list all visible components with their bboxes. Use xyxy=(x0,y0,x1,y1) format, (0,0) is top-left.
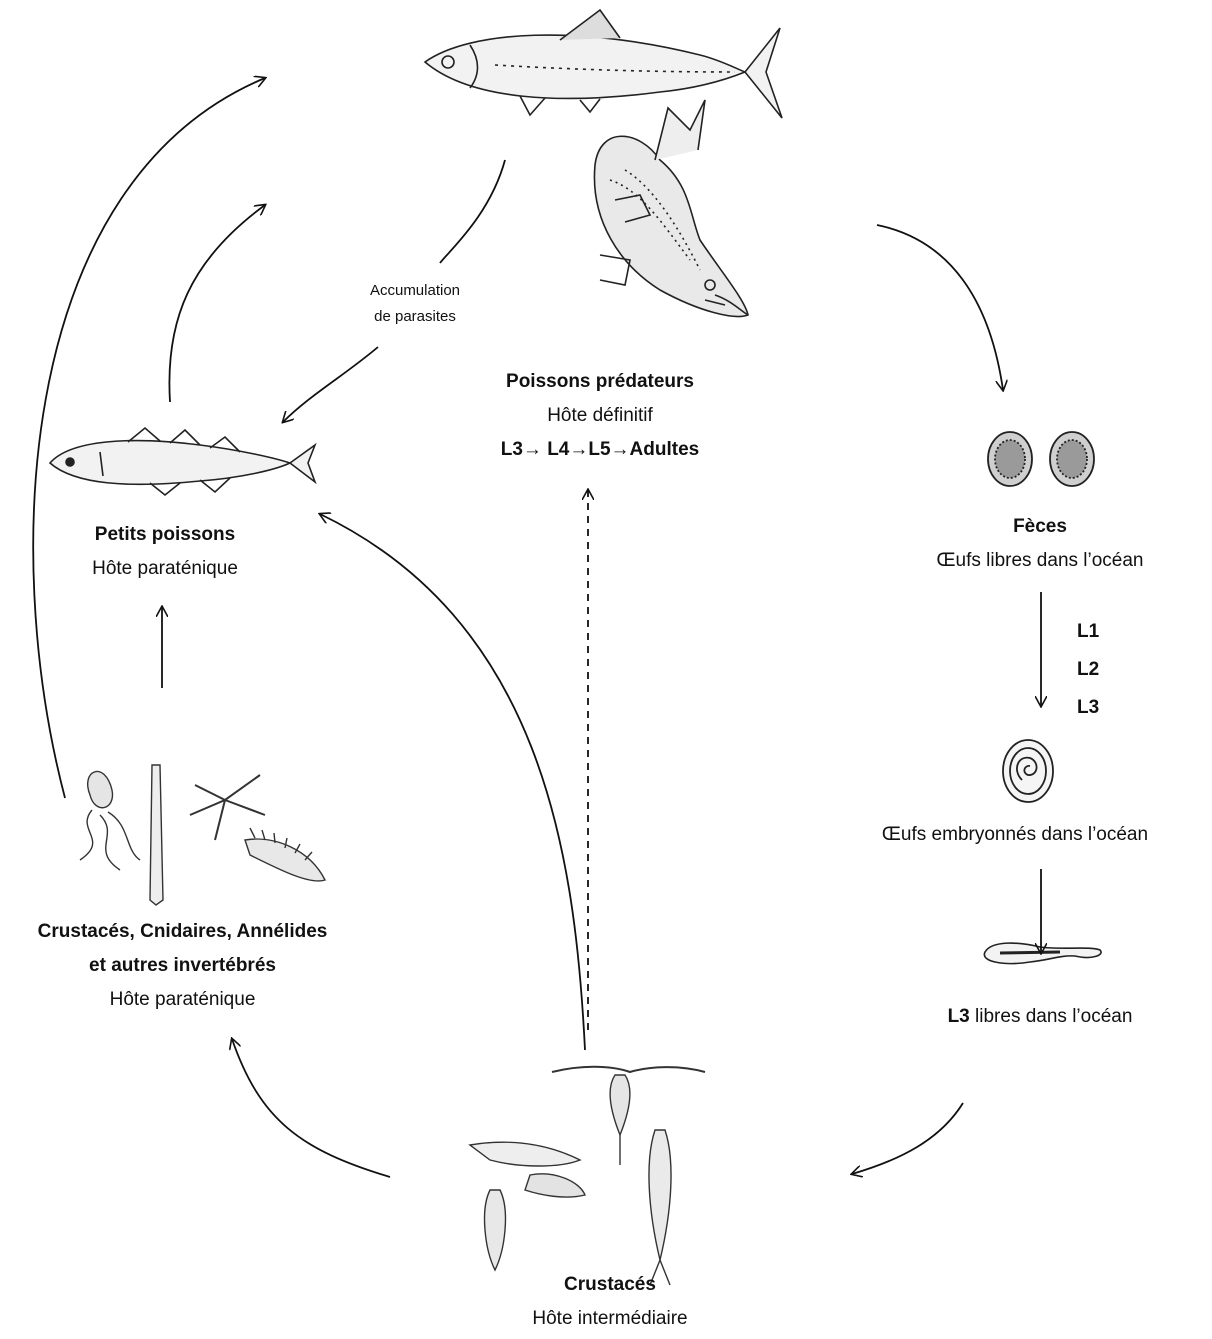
invertebrates-label: Crustacés, Cnidaires, Annélides et autre… xyxy=(0,915,365,1017)
l3-larva-illustration xyxy=(983,942,1102,965)
crustaceans-role: Hôte intermédiaire xyxy=(532,1308,688,1329)
arrow-accumulation-parasites-tip xyxy=(283,346,379,422)
invertebrates-role: Hôte paraténique xyxy=(109,989,256,1010)
arrow-accumulation-parasites xyxy=(439,159,506,264)
small-fish-title: Petits poissons xyxy=(94,524,236,545)
larval-stage: L1 xyxy=(1077,621,1100,642)
larval-stage: L3 xyxy=(1077,697,1100,718)
small-fish-label: Petits poissons Hôte paraténique xyxy=(50,518,280,586)
predators-role: Hôte définitif xyxy=(547,405,653,426)
invertebrates-title-line1: Crustacés, Cnidaires, Annélides xyxy=(37,921,328,942)
arrow-invertebrates-to-predators xyxy=(32,78,265,799)
arrows xyxy=(32,78,1041,1178)
embryonated-desc: Œufs embryonnés dans l’océan xyxy=(881,824,1149,845)
predator-fish-illustration xyxy=(593,99,749,318)
embryonated-label: Œufs embryonnés dans l’océan xyxy=(820,818,1210,852)
l3-free-bold: L3 xyxy=(947,1006,970,1027)
larval-stages-list: L1 L2 L3 xyxy=(1077,613,1099,727)
small-fish-role: Hôte paraténique xyxy=(92,558,238,579)
small-fish-illustration xyxy=(48,426,317,497)
feces-desc: Œufs libres dans l’océan xyxy=(936,550,1144,571)
arrow-crustaceans-to-small-fish xyxy=(320,514,586,1051)
feces-label: Fèces Œufs libres dans l’océan xyxy=(880,510,1200,578)
herring-illustration xyxy=(423,8,783,119)
larval-stage: L2 xyxy=(1077,659,1100,680)
accumulation-label: Accumulation de parasites xyxy=(369,282,461,325)
predators-label: Poissons prédateurs Hôte définitif L3→ L… xyxy=(400,365,800,467)
l3-free-label: L3 libres dans l’océan xyxy=(880,1000,1200,1034)
embryonated-egg-illustration xyxy=(1002,739,1054,803)
crustaceans-title: Crustacés xyxy=(564,1274,656,1295)
arrow-crustaceans-to-invertebrates xyxy=(232,1039,391,1178)
invertebrates-title-line2: et autres invertébrés xyxy=(89,955,276,976)
invertebrates-illustration xyxy=(79,764,326,906)
crustaceans-illustration xyxy=(468,1065,706,1286)
predators-stages: L3→ L4→L5→Adultes xyxy=(500,439,700,460)
arrow-predators-to-feces xyxy=(876,224,1003,390)
eggs-illustration xyxy=(987,431,1095,487)
crustaceans-label: Crustacés Hôte intermédiaire xyxy=(440,1268,780,1336)
l3-free-desc: libres dans l’océan xyxy=(969,1006,1133,1027)
arrow-small-fish-to-predators xyxy=(168,205,265,403)
feces-title: Fèces xyxy=(1013,516,1067,537)
arrow-l3-to-crustaceans xyxy=(852,1102,964,1174)
predators-title: Poissons prédateurs xyxy=(506,371,694,392)
